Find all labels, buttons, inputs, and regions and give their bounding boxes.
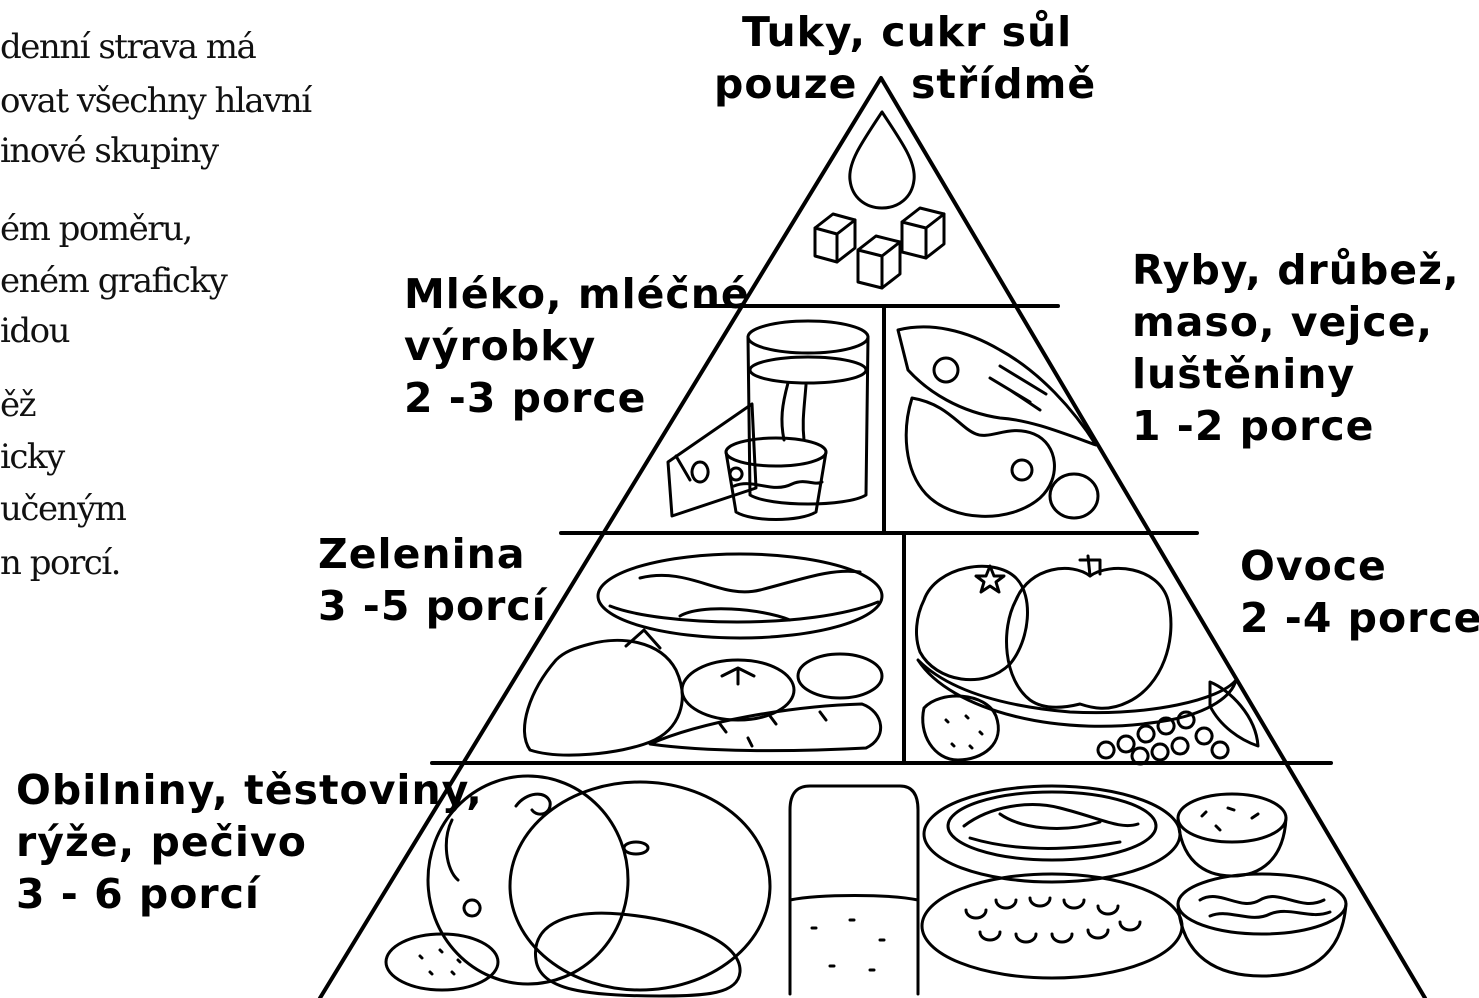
label-grains: Obilniny, těstoviny, rýže, pečivo 3 - 6 … [16,764,483,920]
label-protein-servings: 1 -2 porce [1132,400,1460,452]
carrot-icon [650,704,881,751]
protein-illustration [898,327,1098,518]
chicken-leg-icon [906,398,1054,516]
egg-icon [1050,474,1098,518]
label-grains-line1: Obilniny, těstoviny, [16,764,483,816]
label-fats-sugar-note-right: střídmě [911,58,1096,110]
label-vegetables-servings: 3 -5 porcí [318,580,547,632]
cereal-texture [1200,897,1330,918]
egg-yolk [1012,460,1032,480]
label-vegetables-title: Zelenina [318,528,547,580]
fish-scales [990,366,1046,410]
milk-glass-rim [748,321,868,353]
grains-illustration [386,776,1346,996]
label-grains-line2: rýže, pečivo [16,816,483,868]
macaroni-plate-icon [922,874,1182,978]
fats-sugar-illustration [815,112,944,288]
fruit-illustration [917,556,1258,764]
label-protein: Ryby, drůbež, maso, vejce, luštěniny 1 -… [1132,244,1460,452]
bread-crumbs [812,920,884,970]
carrot-lines [720,712,826,746]
grapes-icon [1098,712,1228,764]
potato-icon [798,654,882,698]
bowl-filling [1202,808,1258,830]
sugar-cube-icon [815,214,855,262]
pepper-icon [524,640,682,755]
fish-icon [898,327,1096,445]
label-protein-line1: Ryby, drůbež, [1132,244,1460,296]
label-dairy: Mléko, mléčné výrobky 2 -3 porce [404,268,750,424]
label-protein-line2: maso, vejce, [1132,296,1460,348]
strawberry-icon [923,696,999,760]
bread-slice-top [790,896,918,901]
spaghetti-strands [964,805,1138,849]
rice-bowl-rim [1178,794,1286,842]
label-grains-servings: 3 - 6 porcí [16,868,483,920]
milk-pour [782,383,806,440]
milk-surface [750,357,866,383]
label-fruit-title: Ovoce [1240,540,1479,592]
roll-dots [420,950,460,974]
label-protein-line3: luštěniny [1132,348,1460,400]
label-fats-sugar-stridme: střídmě [911,58,1096,110]
label-dairy-line2: výrobky [404,320,750,372]
macaroni-shapes [966,898,1140,942]
label-vegetables: Zelenina 3 -5 porcí [318,528,547,632]
label-fats-sugar-title: Tuky, cukr sůl [742,6,1072,58]
rice-bowl-icon [1178,818,1286,876]
label-dairy-servings: 2 -3 porce [404,372,750,424]
big-bun-icon [510,782,770,990]
apple-icon [1007,568,1171,708]
label-fruit: Ovoce 2 -4 porce [1240,540,1479,644]
bun-seam [624,842,648,854]
sliced-bread-icon [790,786,918,994]
label-fats-sugar: Tuky, cukr sůl [742,6,1072,58]
strawberry-seeds [946,716,982,748]
vegetables-illustration [524,554,882,755]
orange-icon [917,566,1028,679]
sugar-cube-icon [902,208,944,258]
label-fats-sugar-note-left: pouze [714,58,857,110]
cabbage-icon [598,554,882,638]
tomato-calyx [722,668,754,684]
small-roll-icon [386,934,498,990]
sugar-cube-icon [858,236,900,288]
label-dairy-line1: Mléko, mléčné [404,268,750,320]
label-fruit-servings: 2 -4 porce [1240,592,1479,644]
cereal-bowl-rim [1178,874,1346,934]
oil-drop-icon [850,112,914,208]
yogurt-cup-rim [726,438,826,466]
fish-eye [934,358,958,382]
bread-roll-icon [535,913,740,996]
cabbage-leaves [610,571,878,622]
label-fats-sugar-pouze: pouze [714,58,857,110]
spaghetti-plate-icon [924,786,1180,882]
